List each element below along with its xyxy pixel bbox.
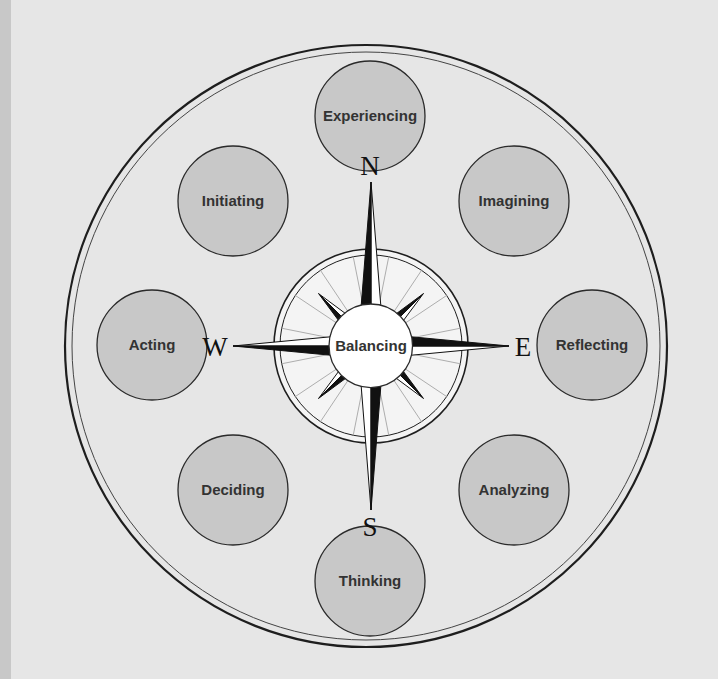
imagining-circle: Imagining — [458, 145, 570, 257]
initiating-circle: Initiating — [177, 145, 289, 257]
outer-ring — [65, 45, 667, 647]
circle-label: Reflecting — [556, 337, 629, 354]
circle-label: Deciding — [201, 482, 264, 499]
circle-label: Analyzing — [479, 482, 550, 499]
rose-spoke — [282, 354, 332, 364]
compass-letter: N — [360, 153, 380, 180]
analyzing-circle: Analyzing — [458, 434, 570, 546]
circle-shape — [537, 290, 647, 400]
thinking-circle: Thinking — [314, 525, 426, 637]
rose-spoke — [410, 328, 460, 338]
acting-circle: Acting — [96, 289, 208, 401]
balancing-hub: Balancing — [328, 303, 414, 389]
circle-shape — [459, 435, 569, 545]
circle-shape — [178, 435, 288, 545]
circle-shape — [315, 526, 425, 636]
circle-label: Thinking — [339, 573, 402, 590]
circle-label: Acting — [129, 337, 176, 354]
circle-shape — [178, 146, 288, 256]
rose-spoke — [410, 354, 460, 364]
reflecting-circle: Reflecting — [536, 289, 648, 401]
deciding-circle: Deciding — [177, 434, 289, 546]
circle-shape — [97, 290, 207, 400]
circle-label: Initiating — [202, 193, 265, 210]
circle-shape — [329, 304, 413, 388]
circle-shape — [459, 146, 569, 256]
circle-label: Experiencing — [323, 108, 417, 125]
compass-letter: S — [362, 514, 377, 541]
circle-label: Balancing — [335, 338, 407, 355]
rose-spoke — [282, 328, 332, 338]
side-strip — [0, 0, 11, 679]
compass-letter: W — [202, 334, 227, 361]
compass-letter: E — [515, 334, 532, 361]
circle-label: Imagining — [479, 193, 550, 210]
inner-ring — [72, 52, 660, 640]
